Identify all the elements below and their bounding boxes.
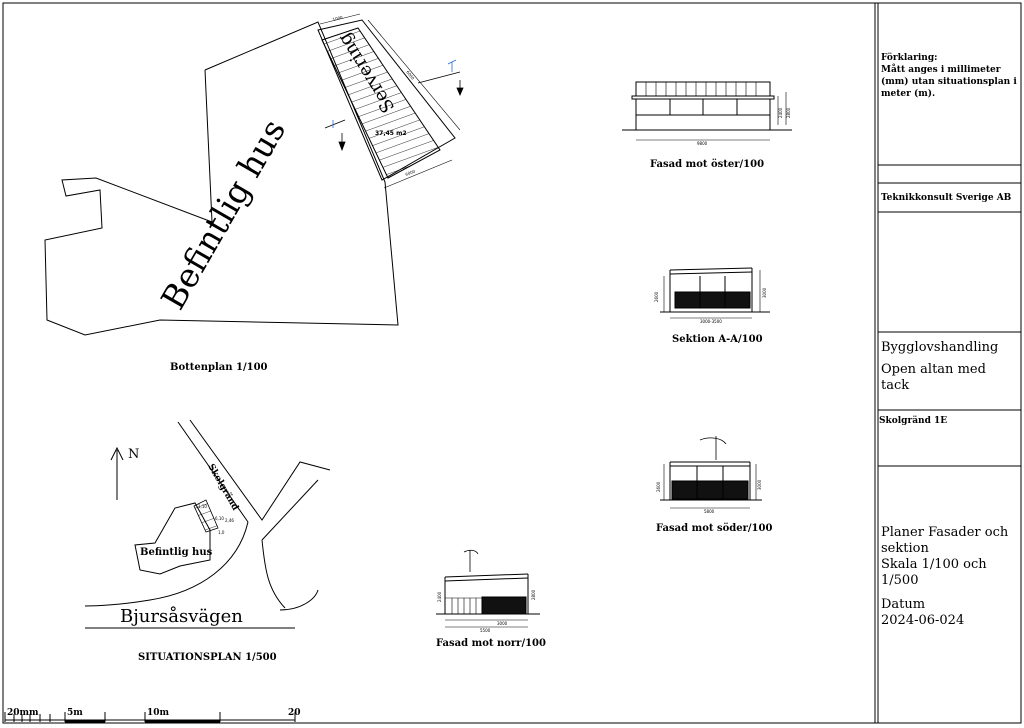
north-label: N <box>128 447 139 462</box>
dim-sektion-1: 3000-3500 <box>700 319 722 324</box>
north-arrow-icon <box>110 446 124 500</box>
dim-soder-1: 5800 <box>704 509 715 514</box>
sektion-aa <box>660 267 770 319</box>
situationsplan: N Skolgränd Befintlig hus 1,10 6,10 2,46… <box>84 419 331 663</box>
drawing-title-line: Planer Fasader och <box>881 525 1009 540</box>
scale-label-3: 10m <box>147 708 170 718</box>
existing-building-label: Befintlig hus <box>153 112 293 316</box>
site-building-label: Befintlig hus <box>140 547 213 558</box>
fasad-norr <box>436 549 540 628</box>
fasad-soder <box>660 436 762 509</box>
dim-norr-2: 3000 <box>497 621 508 626</box>
project-name: tack <box>881 378 910 393</box>
forklaring-line: (mm) utan situationsplan i <box>881 77 1017 87</box>
serving-area-hatch <box>321 27 441 179</box>
dim-bp-2: 6000 <box>405 70 415 81</box>
street-label: Skolgränd <box>205 462 241 513</box>
dim-sektion-3: 3000 <box>762 287 767 298</box>
drawing-title-line: 1/500 <box>881 573 919 588</box>
dim-bp-1: 1000 <box>332 15 344 22</box>
existing-building-outline <box>44 21 399 336</box>
fasad-oster-caption: Fasad mot öster/100 <box>650 159 764 170</box>
site-dim-4: 1,0 <box>218 530 225 535</box>
road-label: Bjursåsvägen <box>120 605 243 627</box>
situationsplan-caption: SITUATIONSPLAN 1/500 <box>138 652 277 663</box>
scale-label-1: 20mm <box>7 708 39 718</box>
site-dim-3: 2,46 <box>225 518 234 523</box>
handling: Bygglovshandling Open altan med tack <box>881 340 998 394</box>
site-terrace-hatch <box>193 499 219 533</box>
drawing-title-line: sektion <box>881 541 929 556</box>
serving-area-outline <box>317 19 456 181</box>
forklaring: Förklaring: Mått anges i millimeter (mm)… <box>881 52 1017 100</box>
fasad-soder-caption: Fasad mot söder/100 <box>656 523 772 534</box>
sektion-caption: Sektion A-A/100 <box>672 334 763 345</box>
dim-oster-3: 2800 <box>786 107 791 118</box>
address: Skolgränd 1E <box>879 416 948 426</box>
dim-oster-1: 9800 <box>697 141 708 146</box>
dim-sektion-2: 2600 <box>654 291 659 302</box>
fasad-oster <box>622 81 792 141</box>
site-dim-2: 6,10 <box>215 516 224 521</box>
dim-soder-3: 3000 <box>757 479 762 490</box>
datum-value: 2024-06-024 <box>881 613 965 628</box>
company-name: Teknikkonsult Sverige AB <box>881 193 1012 203</box>
bottenplan: 1000 6000 6000 Befintlig hus Servering 3… <box>44 13 464 373</box>
street-lines <box>84 419 331 629</box>
dim-norr-1: 5500 <box>480 628 491 633</box>
site-dim-1: 1,10 <box>198 504 207 509</box>
titleblock-lines <box>878 164 1021 467</box>
dim-norr-3: 2800 <box>531 589 536 600</box>
dim-norr-4: 2400 <box>437 591 442 602</box>
project-name: Open altan med <box>881 362 986 377</box>
scale-label-4: 20 <box>288 708 301 718</box>
datum-label: Datum <box>881 597 926 612</box>
dim-oster-2: 2400 <box>778 107 783 118</box>
drawing-title-line: Skala 1/100 och <box>881 557 987 572</box>
scale-label-2: 5m <box>67 708 83 718</box>
forklaring-line: meter (m). <box>881 89 936 99</box>
serving-area-value: 37,45 m2 <box>375 130 407 137</box>
drawing-title: Planer Fasader och sektion Skala 1/100 o… <box>881 525 1008 629</box>
dim-bp-3: 6000 <box>405 168 417 177</box>
forklaring-line: Mått anges i millimeter <box>881 65 1001 75</box>
forklaring-line: Förklaring: <box>881 53 938 63</box>
fasad-norr-caption: Fasad mot norr/100 <box>436 638 546 649</box>
handling-type: Bygglovshandling <box>881 340 999 355</box>
bottenplan-caption: Bottenplan 1/100 <box>170 362 268 373</box>
scale-bar <box>4 712 296 723</box>
dim-soder-2: 2600 <box>656 481 661 492</box>
section-marker-icon <box>324 59 464 152</box>
